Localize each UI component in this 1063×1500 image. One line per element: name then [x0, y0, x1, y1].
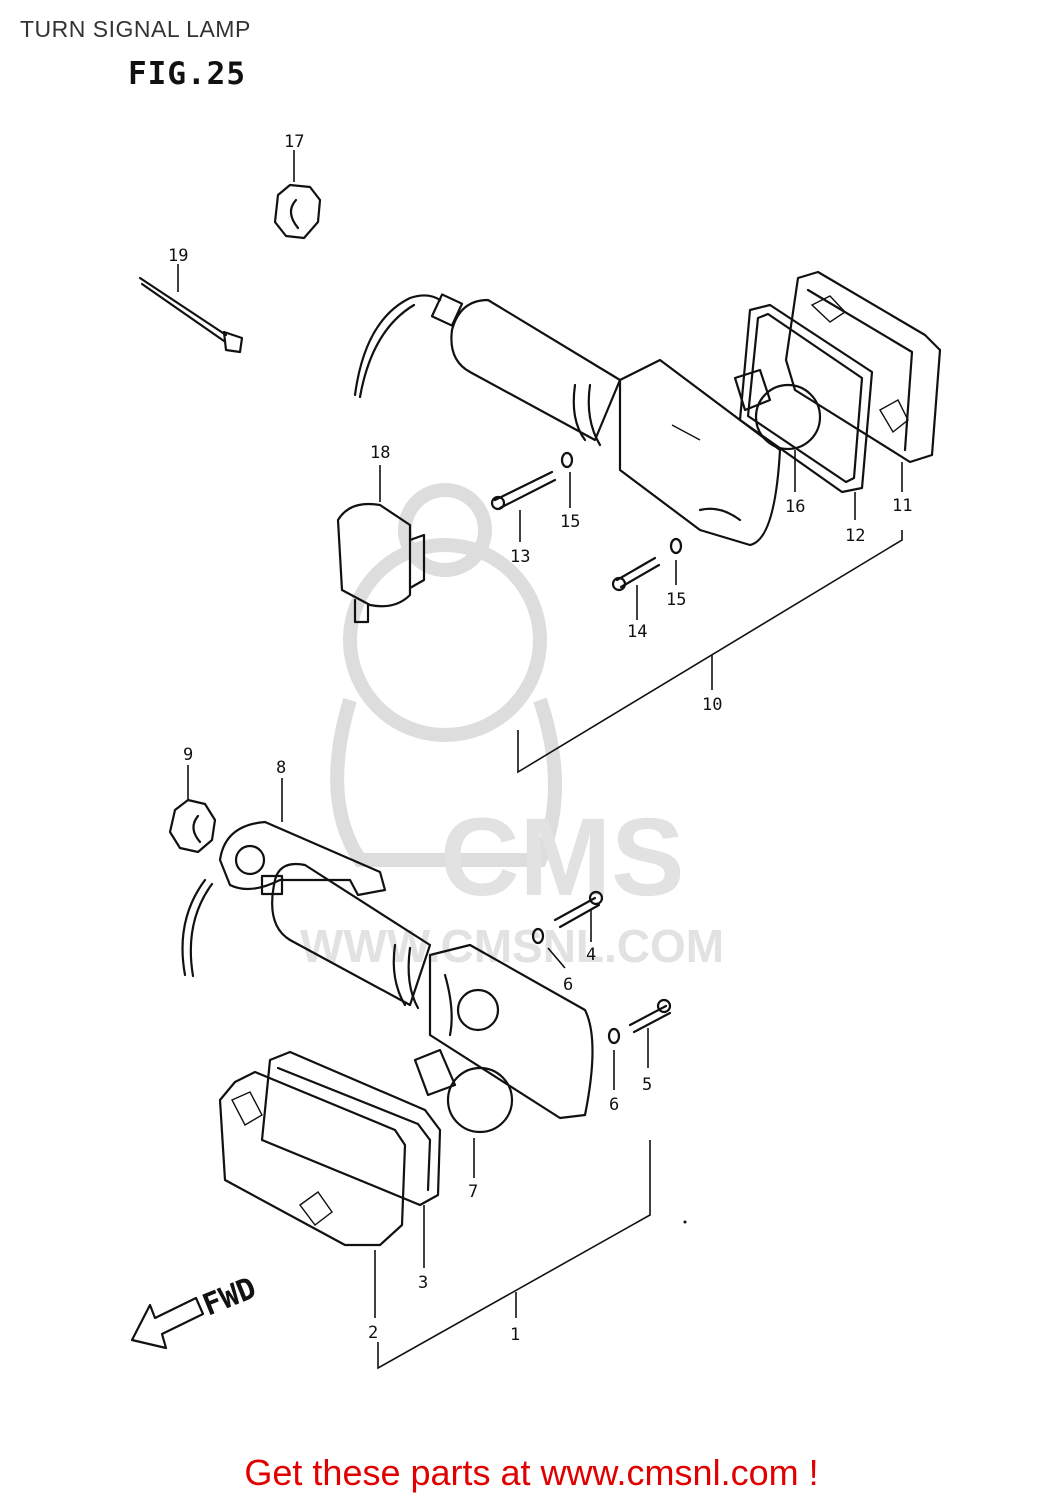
part-18-relay: [336, 465, 426, 624]
watermark-brand: CMS: [440, 796, 684, 919]
part-3-gasket-front: [260, 1050, 442, 1268]
callout-17: 17: [284, 132, 304, 152]
callout-14: 14: [627, 622, 647, 642]
parts-diagram: CMS WWW.CMSNL.COM: [130, 132, 942, 1370]
part-1-turn-signal-body-front: [260, 862, 594, 1120]
assembly-line-10: [517, 530, 903, 774]
part-15-washer-lower: [669, 537, 683, 585]
part-7-bulb-front: [413, 1048, 514, 1178]
callout-19: 19: [168, 246, 188, 266]
callout-6-upper: 6: [563, 975, 573, 995]
part-5-screw: [628, 998, 672, 1068]
callout-15-lower: 15: [666, 590, 686, 610]
forward-direction-indicator: FWD: [130, 1271, 261, 1350]
callout-12: 12: [845, 526, 865, 546]
part-6-washer-lower: [607, 1027, 621, 1090]
callout-13: 13: [510, 547, 530, 567]
part-17-nut: [273, 150, 322, 240]
cmsnl-watermark: CMS WWW.CMSNL.COM: [300, 483, 724, 972]
callout-2: 2: [368, 1323, 378, 1343]
callout-9: 9: [183, 745, 193, 765]
part-12-gasket-rear: [738, 303, 874, 520]
callout-15-upper: 15: [560, 512, 580, 532]
part-8-bracket: [181, 778, 387, 978]
callout-1: 1: [510, 1325, 520, 1345]
callout-6-lower: 6: [609, 1095, 619, 1115]
callout-5: 5: [642, 1075, 652, 1095]
callout-numbers: 17 19 18 13 15 14 15 16 12 11 10 9 8 4 6…: [168, 132, 912, 1345]
callout-18: 18: [370, 443, 390, 463]
part-15-washer-upper: [560, 451, 574, 508]
callout-3: 3: [418, 1273, 428, 1293]
callout-11: 11: [892, 496, 912, 516]
page-title: TURN SIGNAL LAMP: [20, 16, 251, 42]
callout-7: 7: [468, 1182, 478, 1202]
assembly-line-1: [377, 1140, 687, 1370]
part-2-lens-front: [218, 1070, 407, 1318]
part-13-screw-upper: [490, 470, 557, 542]
buy-parts-link[interactable]: Get these parts at www.cmsnl.com !: [244, 1452, 819, 1493]
callout-16: 16: [785, 497, 805, 517]
callout-8: 8: [276, 758, 286, 778]
callout-4: 4: [586, 945, 596, 965]
figure-number: FIG.25: [128, 56, 246, 92]
part-6-washer-upper: [531, 927, 566, 969]
part-11-lens-rear: [784, 270, 942, 492]
part-14-screw-lower: [611, 556, 661, 620]
callout-10: 10: [702, 695, 722, 715]
part-4-screw: [553, 890, 604, 942]
fwd-label: FWD: [198, 1271, 261, 1324]
part-10-turn-signal-assembly-rear: [353, 293, 782, 547]
watermark-site: WWW.CMSNL.COM: [300, 920, 724, 972]
part-9-nut: [168, 765, 217, 854]
part-19-cable-tie: [138, 264, 244, 354]
